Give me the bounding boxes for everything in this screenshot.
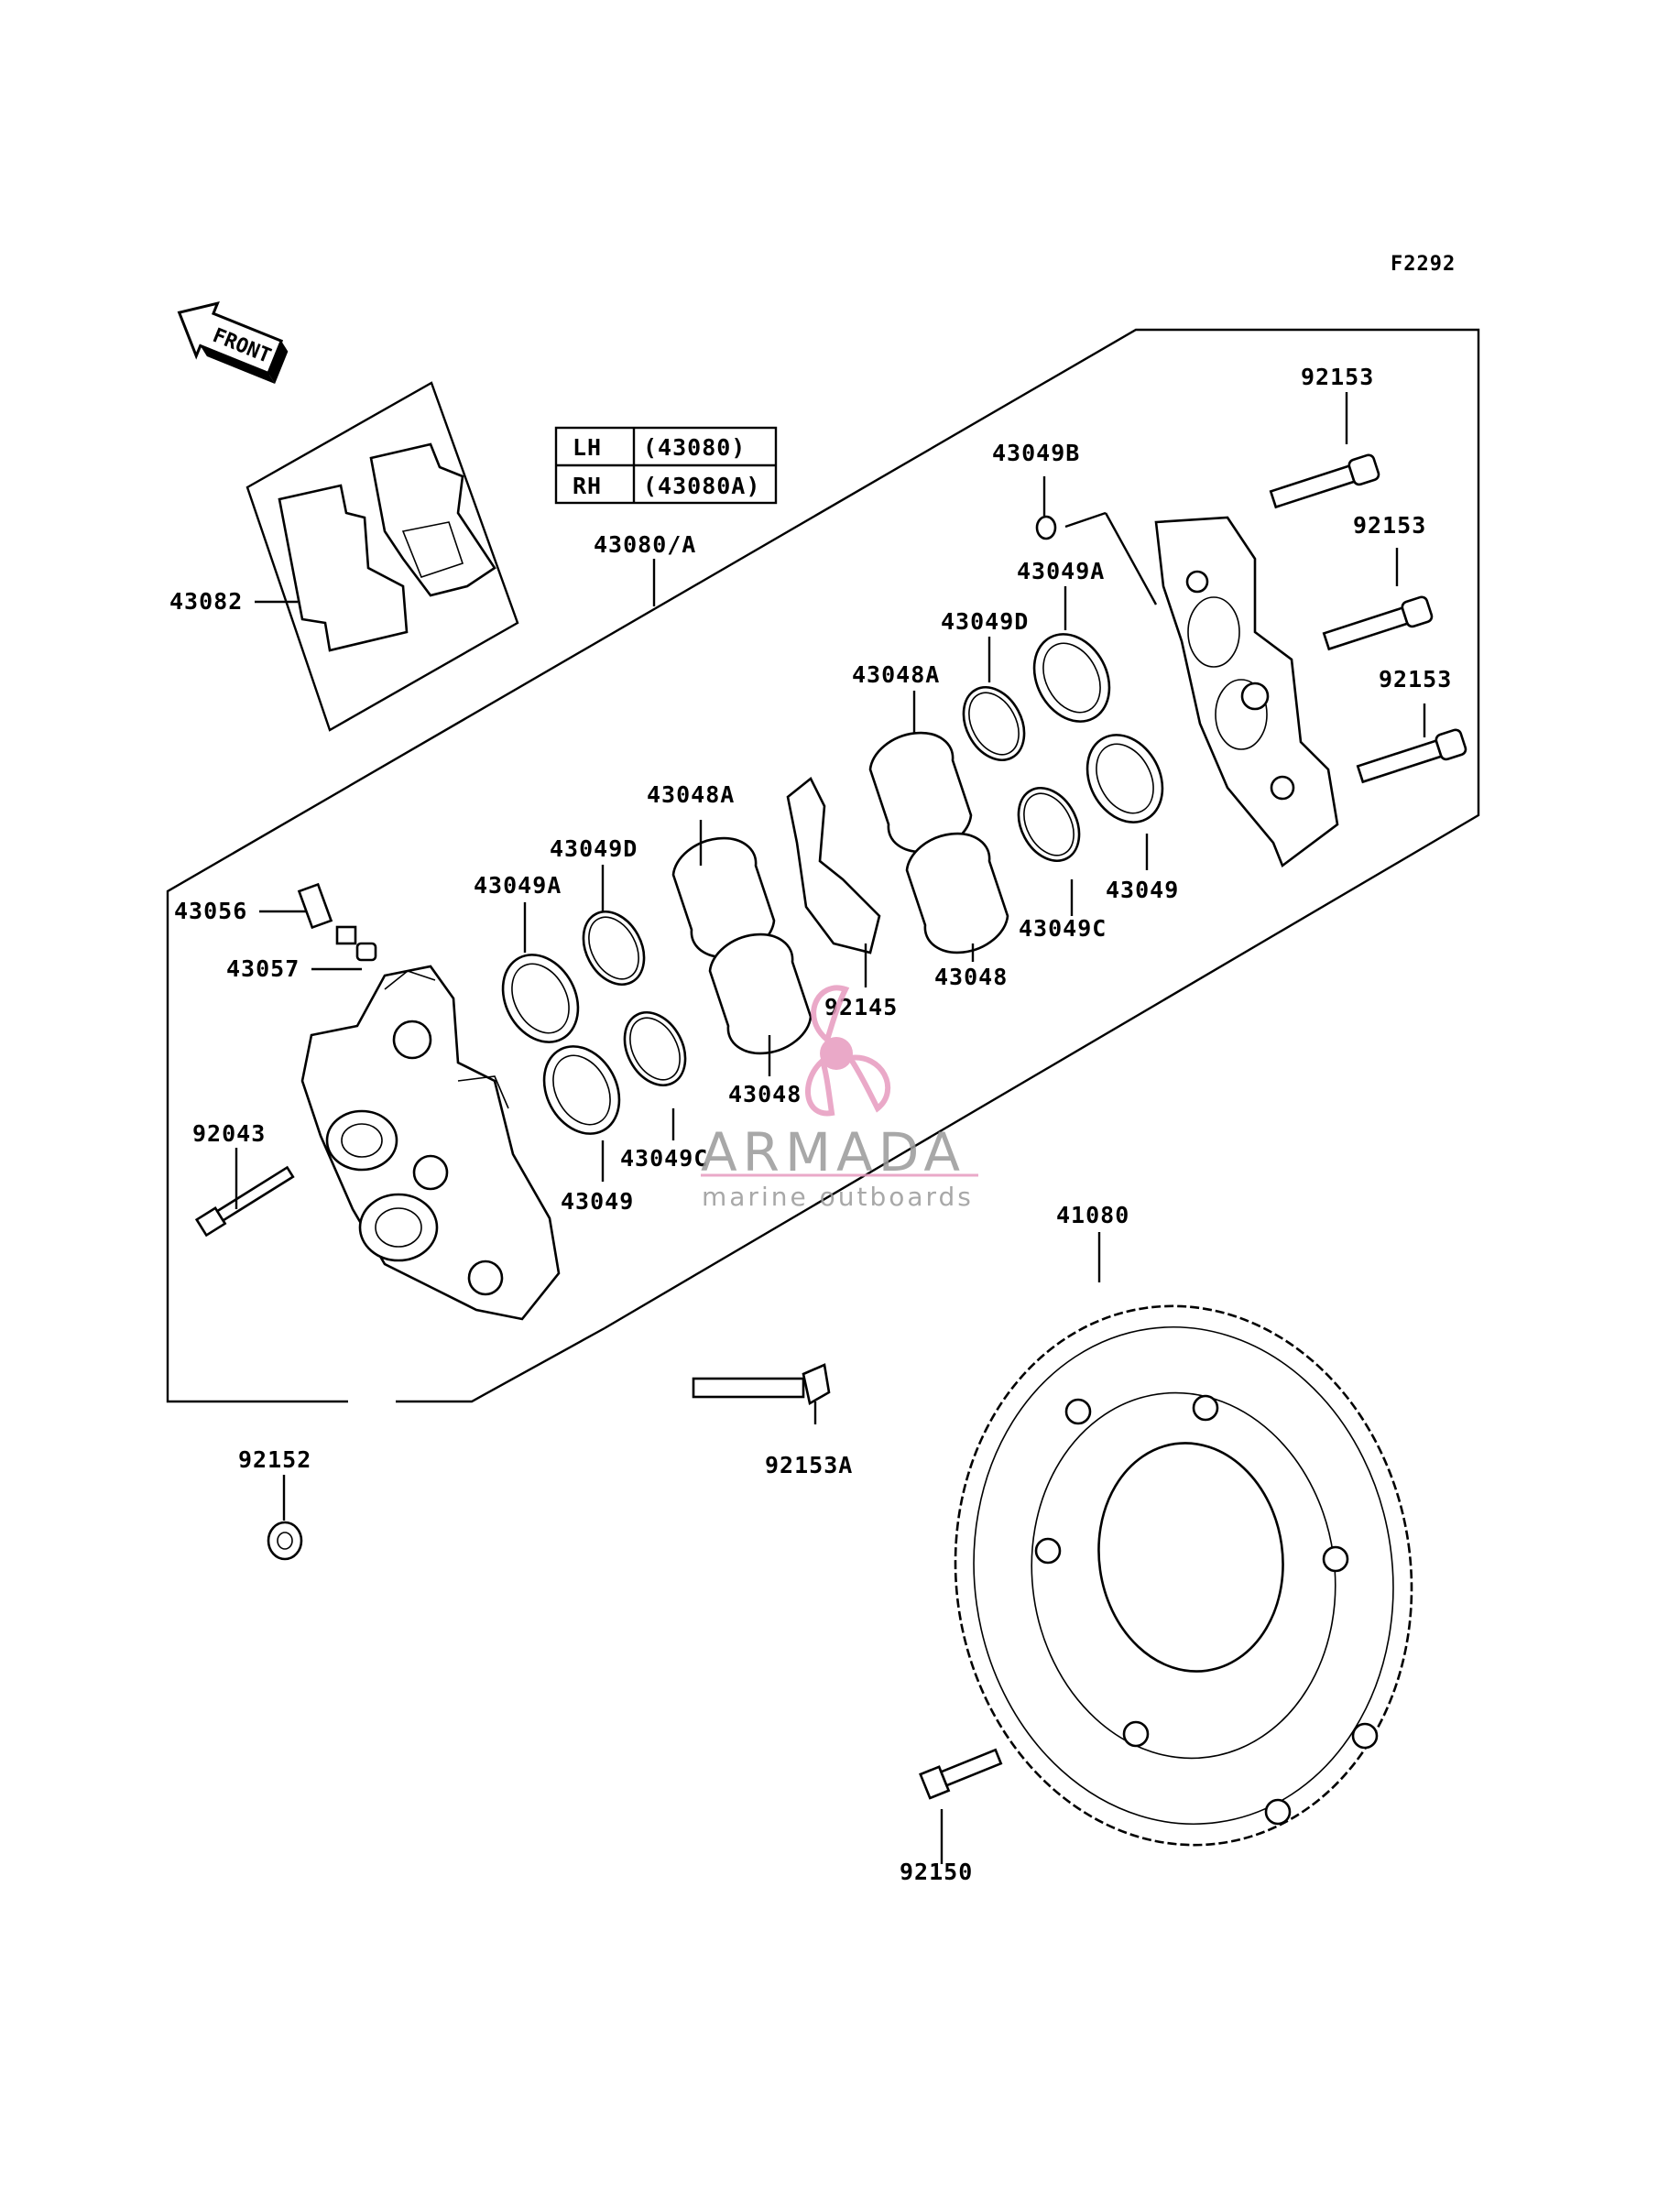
callout-43049D-right: 43049D: [941, 608, 1029, 635]
bleeder-valve: [297, 882, 357, 945]
figure-code: F2292: [1391, 253, 1456, 276]
pad-group-boundary: [245, 381, 519, 732]
callout-92153-top: 92153: [1301, 364, 1374, 390]
callout-43049C-right: 43049C: [1019, 915, 1107, 942]
callout-43056: 43056: [174, 898, 247, 924]
callout-43049C-left: 43049C: [620, 1145, 708, 1172]
callout-43048-left: 43048: [728, 1081, 802, 1107]
callout-92153A: 92153A: [765, 1452, 853, 1478]
disc-bolt-92150: [919, 1748, 1003, 1800]
bolt-92153A: [692, 1363, 831, 1406]
callout-43049B: 43049B: [992, 440, 1080, 466]
callout-43049D-left: 43049D: [550, 835, 638, 862]
watermark-tagline: marine outboards: [702, 1182, 974, 1212]
callout-92043: 92043: [192, 1120, 266, 1147]
seal-43049B: [1035, 515, 1057, 540]
callout-43049-right: 43049: [1106, 877, 1179, 903]
left-caliper: [300, 965, 561, 1321]
variant-part-rh: (43080A): [643, 473, 760, 499]
bolt-92153-mid: [1322, 595, 1434, 651]
callout-43048A-left: 43048A: [647, 781, 735, 808]
brake-pads: [278, 442, 496, 652]
bolt-92043: [194, 1165, 295, 1238]
variant-side-lh: LH: [573, 434, 602, 461]
callout-43049A-left: 43049A: [474, 872, 562, 899]
assembly-boundary: [166, 328, 1480, 1403]
callout-43048-right: 43048: [934, 964, 1008, 990]
brake-disc: [954, 1304, 1413, 1847]
callout-43057: 43057: [226, 955, 300, 982]
callout-43082: 43082: [169, 588, 243, 615]
variant-part-lh: (43080): [643, 434, 746, 461]
callout-92153-mid: 92153: [1353, 512, 1426, 539]
variant-table: LH (43080) RH (43080A): [554, 426, 778, 505]
right-caliper: [1154, 516, 1339, 868]
propeller-logo-icon: [805, 985, 891, 1117]
nut-92152: [267, 1521, 303, 1561]
pad-spring: [786, 776, 881, 954]
callout-92152: 92152: [238, 1446, 311, 1473]
watermark-brand: ARMADA: [701, 1121, 965, 1183]
seals-and-pistons: [501, 633, 1164, 1135]
bleeder-cap: [355, 942, 377, 962]
callout-43049-left: 43049: [561, 1188, 634, 1215]
bolt-92153-low: [1356, 728, 1467, 784]
variant-side-rh: RH: [573, 473, 602, 499]
leader-lines: [235, 392, 1426, 1864]
watermark: ARMADA marine outboards: [701, 985, 978, 1212]
callout-43049A-right: 43049A: [1017, 558, 1105, 584]
callout-92153-low: 92153: [1379, 666, 1452, 693]
callout-43080A: 43080/A: [594, 531, 696, 558]
callout-92150: 92150: [900, 1859, 973, 1885]
callout-41080: 41080: [1056, 1202, 1129, 1228]
bolt-92153-top: [1269, 453, 1380, 509]
callout-43048A-right: 43048A: [852, 661, 940, 688]
front-arrow-icon: FRONT: [177, 300, 289, 384]
